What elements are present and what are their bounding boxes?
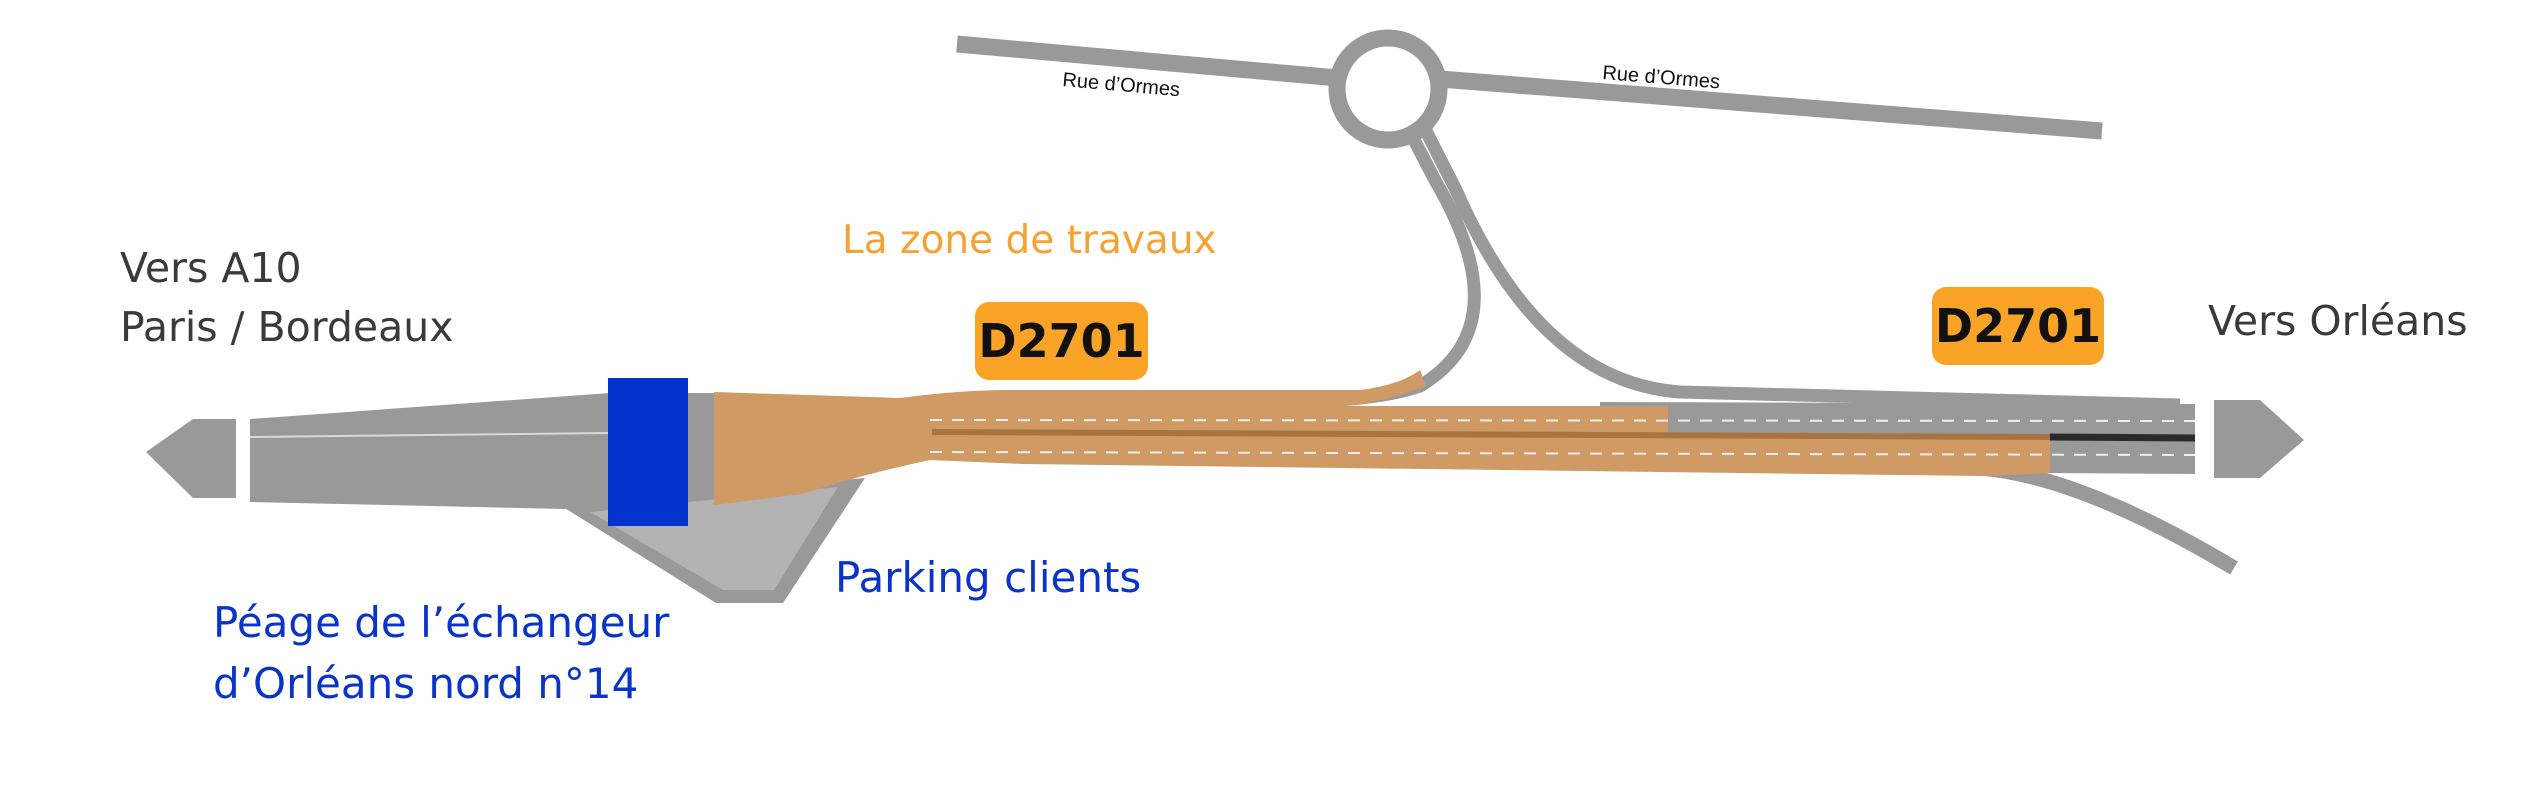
rue-ormes-road-west: [956, 35, 1339, 87]
road-badge-west: D2701: [975, 302, 1148, 380]
label-west-line1: Vers A10: [120, 244, 302, 292]
arrow-east: [2214, 400, 2304, 478]
road-segment-west: [250, 393, 720, 510]
lane-line-west: [249, 432, 611, 438]
rue-ormes-road-east: [1439, 70, 2103, 140]
label-works-zone: La zone de travaux: [842, 218, 1217, 263]
label-parking: Parking clients: [835, 553, 1142, 602]
label-west-line2: Paris / Bordeaux: [120, 303, 454, 351]
label-east: Vers Orléans: [2208, 297, 2468, 345]
label-toll-line2: d’Orléans nord n°14: [213, 659, 639, 708]
label-toll-line1: Péage de l’échangeur: [213, 598, 670, 647]
arrow-west: [146, 419, 236, 498]
works-median: [931, 429, 2051, 440]
toll-booth: [608, 378, 688, 526]
median-east: [2049, 433, 2196, 442]
works-zone: [714, 370, 2050, 505]
roundabout: [1328, 29, 1448, 149]
ramp-east-link: [1420, 128, 2181, 412]
exit-ramp-southeast: [1979, 460, 2238, 575]
street-label-west: Rue d’Ormes: [1062, 69, 1181, 101]
road-badge-east: D2701: [1932, 287, 2104, 365]
